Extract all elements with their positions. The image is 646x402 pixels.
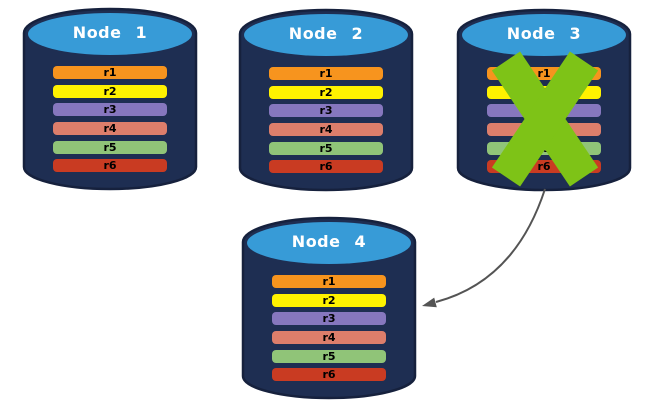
replica-row: r1 — [272, 275, 386, 288]
replica-row: r4 — [272, 331, 386, 345]
node-label: Node 3 — [506, 24, 582, 43]
replica-rows: r1 r2 r3 r4 r5 r6 — [269, 67, 383, 174]
replica-row: r5 — [272, 349, 386, 363]
replica-row-label: r1 — [319, 67, 333, 80]
replica-row-label: r1 — [322, 275, 336, 288]
replica-row: r6 — [53, 159, 167, 173]
arrow-curve — [435, 188, 546, 303]
replica-row: r4 — [53, 122, 167, 136]
replica-row: r2 — [272, 293, 386, 307]
replica-row-label: r5 — [319, 141, 333, 155]
replica-row: r2 — [269, 85, 383, 99]
replica-row-label: r2 — [319, 85, 333, 99]
replica-row-label: r4 — [319, 123, 333, 137]
replica-row-label: r6 — [103, 159, 117, 173]
failure-x-icon — [491, 51, 599, 187]
replica-rows: r1 r2 r3 r4 r5 r6 — [53, 66, 167, 173]
replica-row: r1 — [53, 66, 167, 79]
cylinder-outline — [241, 216, 417, 400]
node-3: Node 3 r1 r2 r3 r4 r5 r6 — [456, 8, 632, 192]
replica-row-label: r3 — [319, 104, 333, 118]
replica-row-label: r5 — [322, 349, 336, 363]
replica-row: r2 — [53, 84, 167, 98]
cylinder-outline — [238, 8, 414, 192]
replica-row: r1 — [269, 67, 383, 80]
cylinder-outline — [456, 8, 632, 192]
node-2: Node 2 r1 r2 r3 r4 r5 r6 — [238, 8, 414, 192]
replica-row-label: r3 — [322, 312, 336, 326]
node-label: Node 2 — [288, 24, 364, 43]
replica-row-label: r2 — [322, 293, 336, 307]
replica-row-label: r6 — [537, 160, 551, 174]
replica-row-label: r1 — [537, 67, 551, 80]
replica-rows: r1 r2 r3 r4 r5 r6 — [272, 275, 386, 382]
replica-row-label: r1 — [103, 66, 117, 79]
node-label: Node 4 — [291, 232, 367, 251]
cylinder-top-ellipse — [462, 14, 626, 56]
replica-row: r5 — [269, 141, 383, 155]
replica-row-label: r6 — [319, 160, 333, 174]
x-stroke — [491, 51, 599, 187]
replica-row: r5 — [53, 140, 167, 154]
node-4: Node 4 r1 r2 r3 r4 r5 r6 — [241, 216, 417, 400]
replica-row: r3 — [272, 312, 386, 326]
cylinder-top-ellipse — [244, 14, 408, 56]
replica-row: r6 — [269, 160, 383, 174]
replica-row: r3 — [269, 104, 383, 118]
replica-row-label: r3 — [103, 103, 117, 117]
replica-row-label: r4 — [322, 331, 336, 345]
replica-row: r6 — [272, 368, 386, 382]
arrowhead-icon — [422, 297, 437, 308]
replica-row: r4 — [269, 123, 383, 137]
cylinder-top-ellipse — [247, 222, 411, 264]
replica-row-label: r2 — [103, 84, 117, 98]
replica-row-label: r5 — [103, 140, 117, 154]
replica-row-label: r6 — [322, 368, 336, 382]
node-1: Node 1 r1 r2 r3 r4 r5 r6 — [22, 7, 198, 191]
replica-row: r3 — [53, 103, 167, 117]
replica-row-label: r4 — [103, 122, 117, 136]
node-label: Node 1 — [72, 23, 148, 42]
cylinder-top-ellipse — [28, 13, 192, 55]
cylinder-outline — [22, 7, 198, 191]
